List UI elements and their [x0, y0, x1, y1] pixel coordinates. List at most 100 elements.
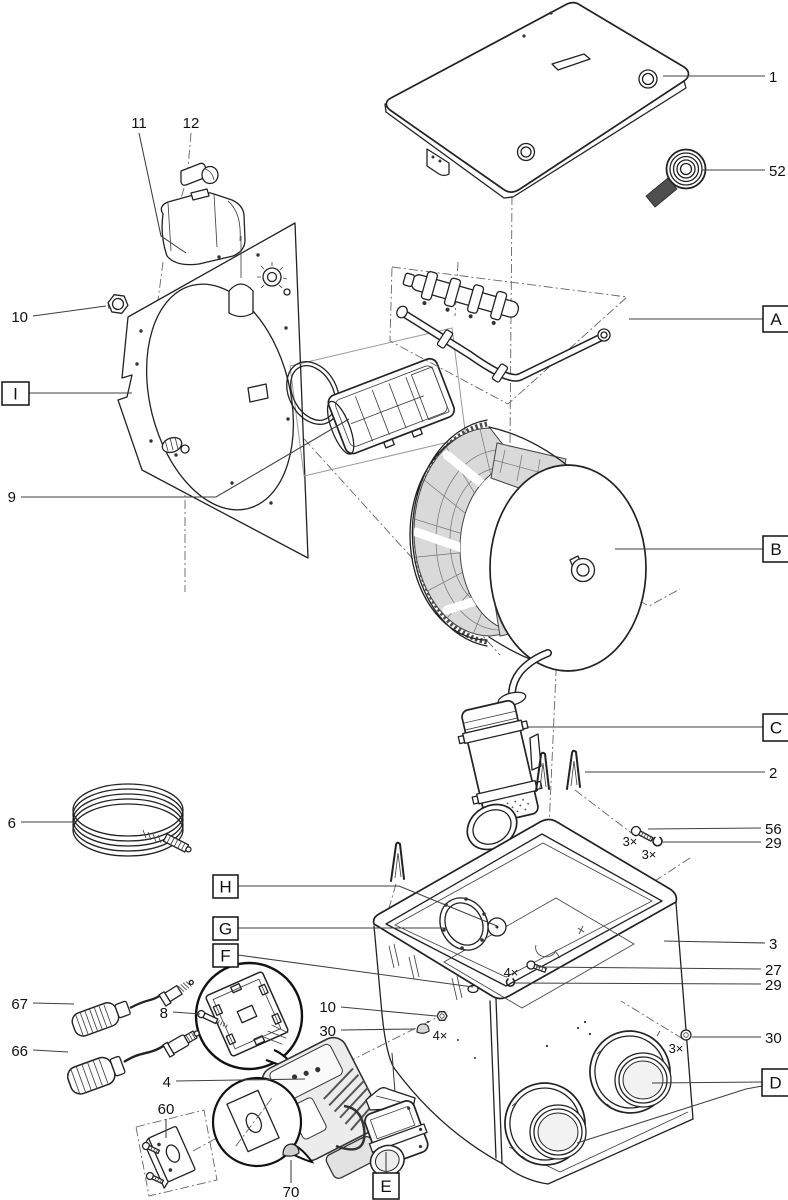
leader-line-30 — [340, 1028, 416, 1031]
panel-holes — [135, 253, 290, 505]
quantity-label: 3× — [642, 847, 657, 862]
part-number-3: 3 — [769, 936, 777, 953]
group-letter-C: C — [770, 719, 782, 738]
group-box-F — [212, 943, 239, 968]
drive-pin-part — [180, 162, 219, 186]
lid-latch-tab — [426, 148, 450, 177]
hose-coil-part — [72, 783, 192, 857]
outlet-upper — [589, 1030, 672, 1114]
panel-connector-block — [247, 383, 269, 403]
screw-27 — [526, 960, 547, 973]
part-number-27: 27 — [765, 962, 782, 979]
part-number-30: 30 — [319, 1023, 336, 1040]
controller-part — [261, 1036, 382, 1179]
drum-flange — [439, 897, 489, 951]
detail-circle-controller-back — [194, 961, 304, 1074]
leader-line-3 — [663, 940, 766, 944]
cover-disc — [487, 917, 507, 937]
nut-10-left — [107, 294, 129, 314]
quantity-label: 4× — [504, 965, 519, 980]
cap-30-mid — [416, 1023, 430, 1034]
cable-67-part — [71, 979, 194, 1037]
group-box-B — [762, 535, 788, 563]
part-number-66: 66 — [11, 1043, 28, 1060]
panel-pinion-gear — [257, 262, 288, 289]
part-number-4: 4 — [163, 1074, 171, 1091]
group-letter-E: E — [380, 1177, 391, 1196]
cable-66-part — [66, 1030, 200, 1095]
group-box-C — [762, 713, 788, 742]
group-letter-I: I — [13, 385, 18, 404]
part-number-29: 29 — [765, 977, 782, 994]
leader-line-27 — [535, 966, 762, 970]
lid-part — [384, 1, 690, 199]
leader-line-10 — [32, 305, 107, 317]
leader-line-F — [237, 954, 474, 988]
tape-roll-part — [645, 148, 707, 208]
cap-70-part — [282, 1143, 300, 1157]
clip-29-upper — [652, 836, 663, 847]
part-number-67: 67 — [11, 996, 28, 1013]
hose-fitting — [162, 833, 192, 853]
part-number-11: 11 — [131, 115, 147, 132]
outlet-lower — [504, 1082, 587, 1166]
part-number-10: 10 — [11, 309, 28, 326]
group-box-H — [212, 874, 239, 899]
leader-line-11 — [138, 132, 187, 254]
nut-10-mid — [436, 1011, 448, 1021]
part-number-52: 52 — [769, 163, 786, 180]
leader-line-29 — [512, 982, 762, 985]
spray-bar-upper — [402, 271, 520, 325]
cable-gland-hole — [467, 984, 479, 994]
clip-29-lower — [505, 978, 516, 987]
drive-motor-part — [160, 188, 246, 266]
group-letter-G: G — [219, 920, 232, 939]
panel-lower-gear — [161, 436, 190, 454]
nut-30-right — [680, 1029, 692, 1041]
part-number-56: 56 — [765, 821, 782, 838]
leader-line-8 — [172, 1011, 201, 1015]
group-box-D — [761, 1068, 788, 1097]
tank-wall-slots — [388, 943, 476, 1059]
leader-line-10 — [340, 1006, 437, 1017]
filter-drum-part — [409, 419, 647, 672]
leader-line-9 — [21, 418, 350, 498]
spray-bar-lower — [396, 305, 611, 383]
part-number-9: 9 — [8, 489, 16, 506]
uv-clarifier-part — [457, 649, 552, 851]
group-box-A — [762, 305, 788, 333]
group-box-G — [212, 916, 239, 941]
group-letter-A: A — [770, 310, 782, 329]
bracket-60-part — [141, 1125, 196, 1189]
mounting-panel-part — [117, 222, 309, 559]
leader-line-66 — [32, 1049, 69, 1053]
quantity-label: 4× — [433, 1028, 448, 1043]
part-number-30: 30 — [765, 1030, 782, 1047]
drum-hub — [569, 555, 596, 583]
tank-floor-marks — [535, 925, 592, 1048]
part-number-8: 8 — [160, 1005, 168, 1022]
leader-line-56 — [647, 827, 762, 830]
group-letter-F: F — [220, 947, 230, 966]
leader-line-H — [238, 885, 498, 927]
part-number-70: 70 — [283, 1184, 300, 1200]
retaining-clips-part — [390, 749, 581, 882]
screw-56 — [630, 825, 654, 842]
panel-float-bell — [228, 283, 254, 318]
detail-circle-bracket — [211, 1076, 315, 1168]
part-number-10: 10 — [319, 999, 336, 1016]
spray-bar-assembly — [389, 266, 629, 405]
controller-cable-loop — [335, 1104, 366, 1151]
leader-line-4 — [175, 1078, 306, 1082]
group-box-I — [1, 381, 30, 406]
quantity-label: 3× — [623, 834, 638, 849]
part-number-60: 60 — [158, 1101, 175, 1118]
part-number-1: 1 — [769, 69, 777, 86]
leader-line-67 — [32, 1002, 75, 1005]
leader-line-D — [651, 1081, 763, 1084]
group-box-E — [372, 1172, 400, 1200]
leader-line-D-1 — [576, 1085, 763, 1144]
